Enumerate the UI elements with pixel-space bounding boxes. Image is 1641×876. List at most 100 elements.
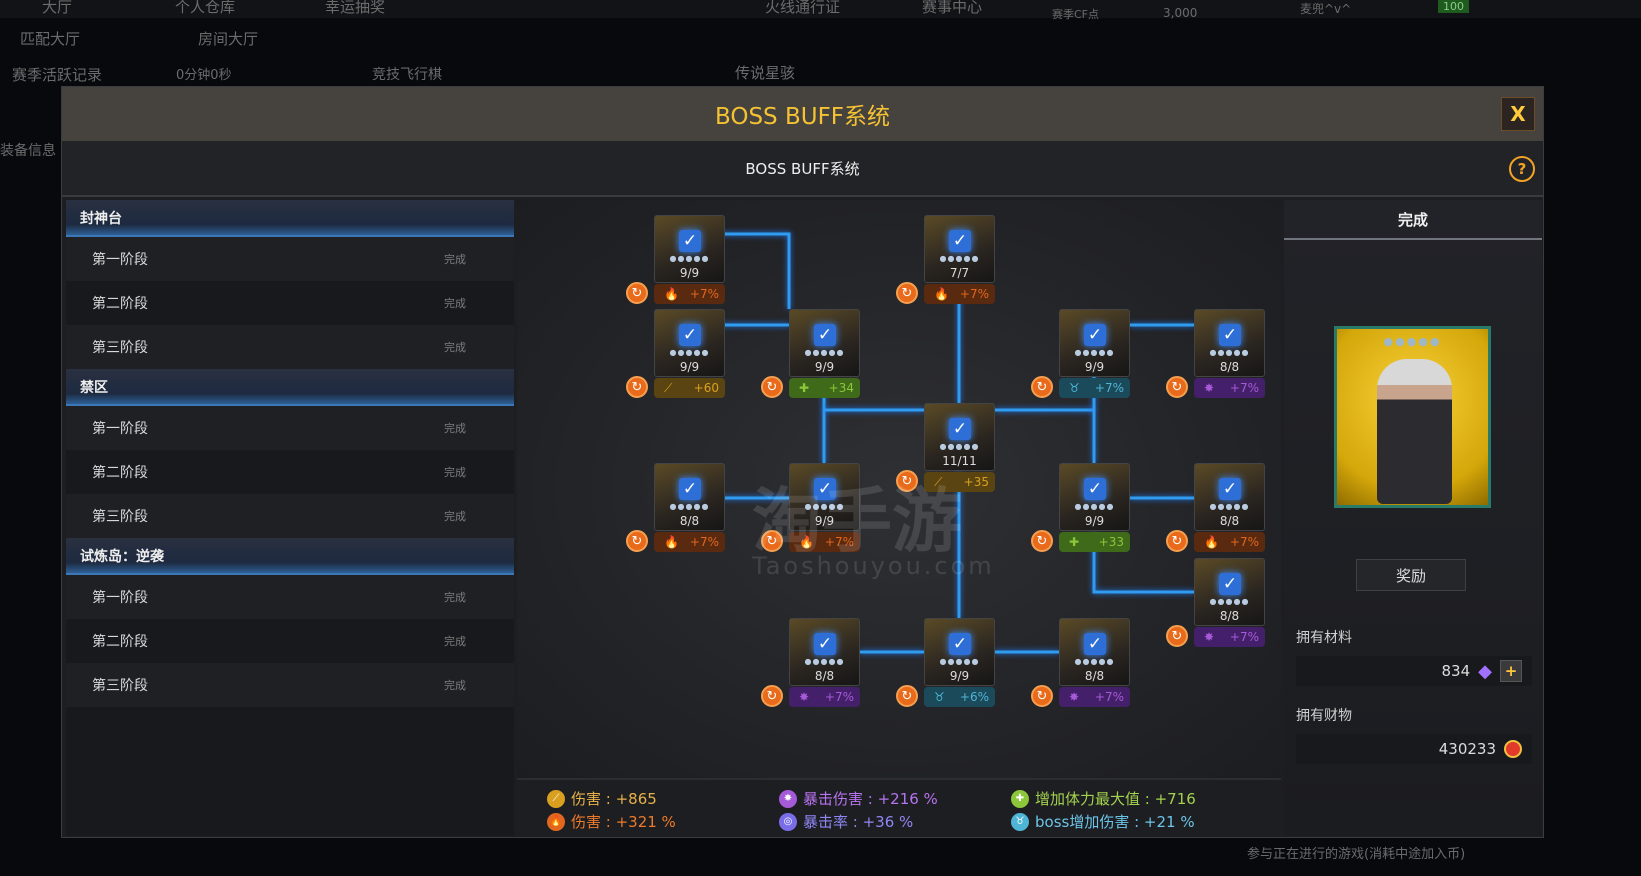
stage-label: 第二阶段 [92, 634, 148, 650]
equip-info[interactable]: 装备信息 [0, 143, 56, 159]
boss-card[interactable]: ✓ ●●●●● 9/9 [1059, 309, 1130, 377]
tab-lucky-draw[interactable]: 幸运抽奖 [325, 0, 386, 16]
refresh-icon[interactable]: ↻ [761, 530, 783, 552]
stage-item[interactable]: 第一阶段完成 [66, 575, 514, 619]
add-materials-button[interactable]: + [1500, 660, 1522, 682]
stage-item[interactable]: 第一阶段完成 [66, 237, 514, 281]
stars-icon: ●●●●● [1074, 348, 1115, 357]
buff-node[interactable]: ✓ ●●●●● 9/9 ↻ 🔥 +7% [626, 215, 725, 307]
boss-icon: ♉ [1069, 381, 1080, 395]
stage-item[interactable]: 第三阶段完成 [66, 494, 514, 538]
buff-badge: ✸ +7% [1194, 378, 1265, 398]
refresh-icon[interactable]: ↻ [626, 530, 648, 552]
stars-icon: ●●●●● [804, 502, 845, 511]
refresh-icon[interactable]: ↻ [1031, 685, 1053, 707]
buff-value: +7% [824, 690, 854, 704]
stage-status: 完成 [444, 297, 466, 310]
refresh-icon[interactable]: ↻ [1031, 530, 1053, 552]
stage-item[interactable]: 第二阶段完成 [66, 619, 514, 663]
refresh-icon[interactable]: ↻ [1031, 376, 1053, 398]
checkmark-icon: ✓ [1219, 324, 1241, 346]
tab-pass[interactable]: 火线通行证 [765, 0, 841, 16]
boss-card[interactable]: ✓ ●●●●● 9/9 [789, 463, 860, 531]
buff-badge: ♉ +7% [1059, 378, 1130, 398]
boss-card[interactable]: ✓ ●●●●● 8/8 [1194, 463, 1265, 531]
stage-item[interactable]: 第二阶段完成 [66, 450, 514, 494]
node-level: 9/9 [814, 514, 835, 528]
refresh-icon[interactable]: ↻ [896, 685, 918, 707]
reward-portrait: ●●●●● [1334, 326, 1491, 508]
stage-item[interactable]: 第一阶段完成 [66, 406, 514, 450]
buff-node[interactable]: ✓ ●●●●● 9/9 ↻ 🔥 +7% [761, 463, 860, 555]
boss-card[interactable]: ✓ ●●●●● 9/9 [924, 618, 995, 686]
refresh-icon[interactable]: ↻ [761, 376, 783, 398]
boss-card[interactable]: ✓ ●●●●● 8/8 [1194, 558, 1265, 626]
boss-card[interactable]: ✓ ●●●●● 8/8 [789, 618, 860, 686]
buff-node[interactable]: ✓ ●●●●● 8/8 ↻ 🔥 +7% [1166, 463, 1265, 555]
buff-node[interactable]: ✓ ●●●●● 7/7 ↻ 🔥 +7% [896, 215, 995, 307]
refresh-icon[interactable]: ↻ [1166, 376, 1188, 398]
buff-value: +7% [1229, 535, 1259, 549]
boss-icon: ♉ [1011, 812, 1029, 831]
boss-card[interactable]: ✓ ●●●●● 7/7 [924, 215, 995, 283]
refresh-icon[interactable]: ↻ [1166, 625, 1188, 647]
buff-value: +35 [963, 475, 989, 489]
stage-label: 第三阶段 [92, 678, 148, 694]
buff-node[interactable]: ✓ ●●●●● 8/8 ↻ ✸ +7% [761, 618, 860, 710]
buff-node[interactable]: ✓ ●●●●● 9/9 ↻ ✚ +33 [1031, 463, 1130, 555]
tab-match-lobby[interactable]: 匹配大厅 [20, 30, 81, 48]
stage-item[interactable]: 第三阶段完成 [66, 325, 514, 369]
stage-label: 第一阶段 [92, 590, 148, 606]
buff-node[interactable]: ✓ ●●●●● 9/9 ↻ ✚ +34 [761, 309, 860, 401]
boss-card[interactable]: ✓ ●●●●● 11/11 [924, 403, 995, 471]
crystal-icon: ◆ [1478, 660, 1492, 682]
materials-label: 拥有材料 [1296, 630, 1352, 646]
refresh-icon[interactable]: ↻ [626, 376, 648, 398]
boss-card[interactable]: ✓ ●●●●● 9/9 [789, 309, 860, 377]
node-level: 11/11 [942, 454, 977, 468]
buff-node[interactable]: ✓ ●●●●● 8/8 ↻ ✸ +7% [1166, 309, 1265, 401]
refresh-icon[interactable]: ↻ [761, 685, 783, 707]
buff-node[interactable]: ✓ ●●●●● 8/8 ↻ ✸ +7% [1166, 558, 1265, 650]
refresh-icon[interactable]: ↻ [1166, 530, 1188, 552]
cf-value: 3,000 [1163, 6, 1198, 20]
season-record[interactable]: 赛季活跃记录 [12, 66, 103, 84]
tab-warehouse[interactable]: 个人仓库 [175, 0, 236, 16]
checkmark-icon: ✓ [949, 633, 971, 655]
node-level: 8/8 [1084, 669, 1105, 683]
stage-item[interactable]: 第三阶段完成 [66, 663, 514, 707]
refresh-icon[interactable]: ↻ [896, 470, 918, 492]
boss-card[interactable]: ✓ ●●●●● 8/8 [654, 463, 725, 531]
flight-chess[interactable]: 竞技飞行棋 [372, 67, 442, 83]
buff-value: +7% [824, 535, 854, 549]
buff-node[interactable]: ✓ ●●●●● 8/8 ↻ 🔥 +7% [626, 463, 725, 555]
buff-node[interactable]: ✓ ●●●●● 9/9 ↻ ♉ +7% [1031, 309, 1130, 401]
reward-button[interactable]: 奖励 [1356, 559, 1466, 591]
node-level: 9/9 [679, 266, 700, 280]
buff-node[interactable]: ✓ ●●●●● 9/9 ↻ ♉ +6% [896, 618, 995, 710]
boss-card[interactable]: ✓ ●●●●● 8/8 [1059, 618, 1130, 686]
stage-label: 第三阶段 [92, 509, 148, 525]
help-icon[interactable]: ? [1509, 156, 1535, 182]
buff-node[interactable]: ✓ ●●●●● 8/8 ↻ ✸ +7% [1031, 618, 1130, 710]
boss-card[interactable]: ✓ ●●●●● 9/9 [654, 215, 725, 283]
refresh-icon[interactable]: ↻ [626, 282, 648, 304]
boss-card[interactable]: ✓ ●●●●● 8/8 [1194, 309, 1265, 377]
tab-events[interactable]: 赛事中心 [922, 0, 983, 16]
modal-subheader: BOSS BUFF系统 ? [62, 141, 1543, 197]
boss-card[interactable]: ✓ ●●●●● 9/9 [1059, 463, 1130, 531]
tab-room-lobby[interactable]: 房间大厅 [198, 30, 259, 48]
tab-lobby[interactable]: 大厅 [42, 0, 73, 16]
buff-value: +33 [1098, 535, 1124, 549]
checkmark-icon: ✓ [814, 633, 836, 655]
stage-item[interactable]: 第二阶段完成 [66, 281, 514, 325]
refresh-icon[interactable]: ↻ [896, 282, 918, 304]
buff-badge: ✸ +7% [789, 687, 860, 707]
boss-card[interactable]: ✓ ●●●●● 9/9 [654, 309, 725, 377]
wealth-value: 430233 [1438, 740, 1496, 758]
close-button[interactable]: X [1501, 97, 1535, 131]
buff-node[interactable]: ✓ ●●●●● 11/11 ↻ ⟋ +35 [896, 403, 995, 495]
buff-node[interactable]: ✓ ●●●●● 9/9 ↻ ⟋ +60 [626, 309, 725, 401]
stars-icon: ●●●●● [1074, 502, 1115, 511]
buff-value: +7% [689, 287, 719, 301]
